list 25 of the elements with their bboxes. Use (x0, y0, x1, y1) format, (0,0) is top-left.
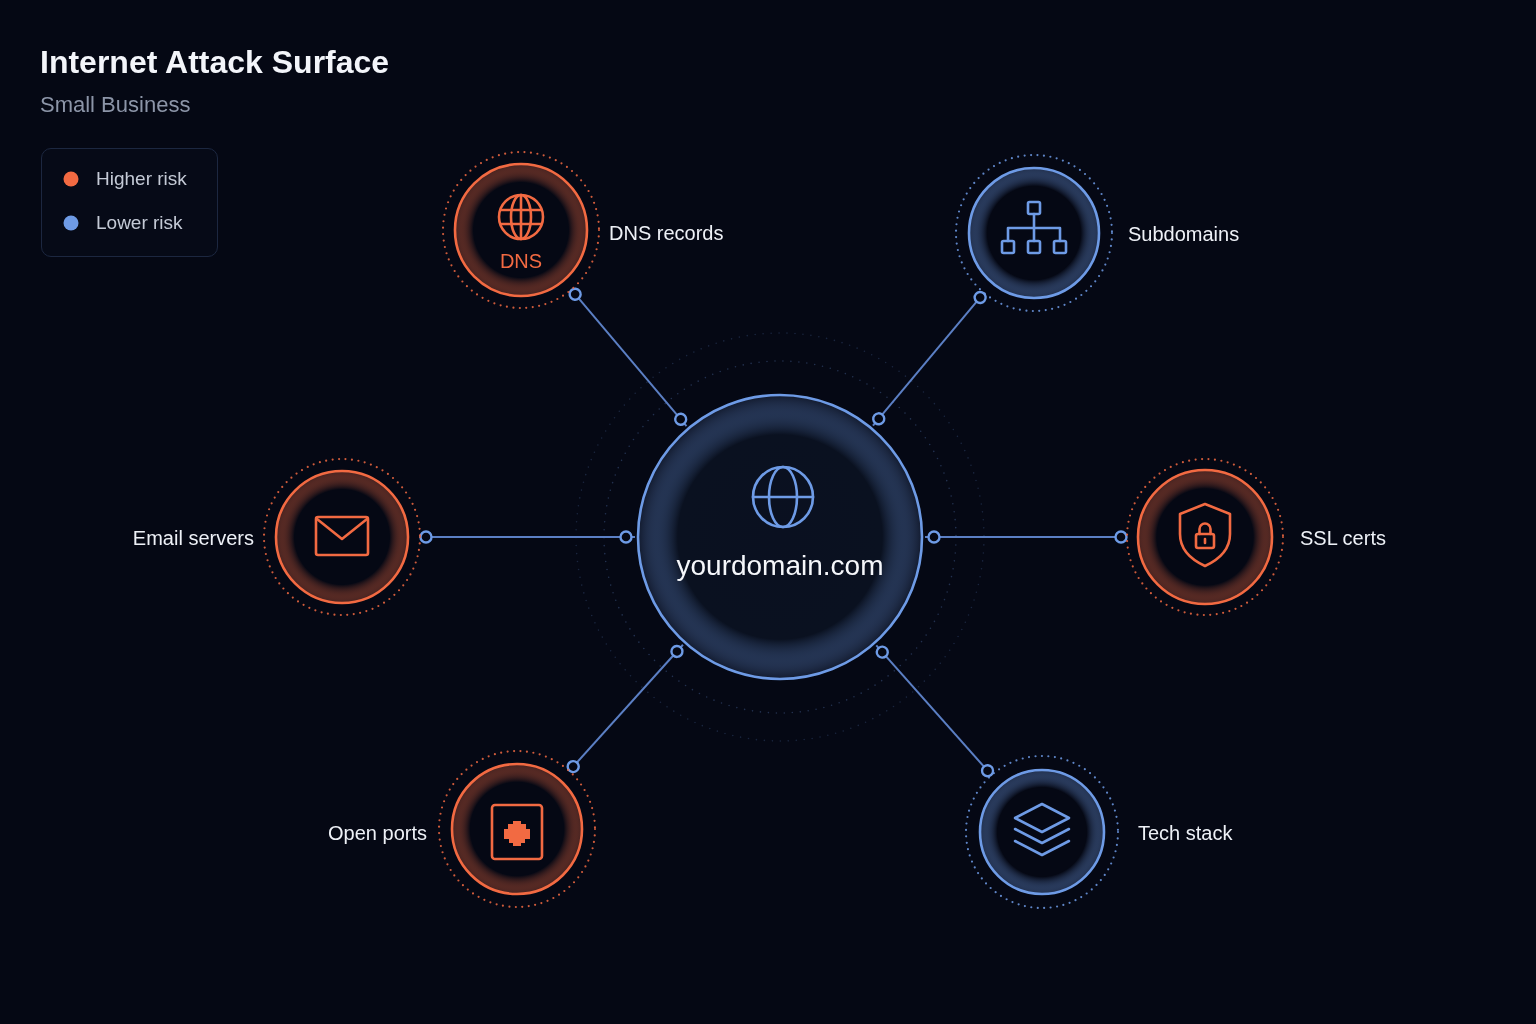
domain-name: yourdomain.com (675, 550, 885, 582)
connector-line (568, 287, 688, 428)
node-caption: Open ports (328, 821, 427, 845)
node-caption: Subdomains (1128, 222, 1240, 246)
domain-circle (635, 392, 925, 682)
diagram-title: Internet Attack Surface (40, 43, 390, 81)
attack-surface-circle (964, 754, 1120, 910)
attack-surface-circle (1125, 457, 1285, 617)
connector-line (419, 530, 636, 544)
node-caption: SSL certs (1300, 526, 1386, 550)
attack-surface-circle (954, 153, 1114, 313)
connector-line (871, 290, 987, 427)
legend-text: Higher risk (96, 167, 187, 191)
node-caption: Tech stack (1138, 821, 1233, 845)
subtitle: Small Business (40, 91, 191, 119)
connector-line (566, 643, 684, 774)
node-text: DNS (498, 249, 544, 273)
connector-line (924, 530, 1128, 544)
connector-line (875, 644, 995, 778)
node-caption: Email servers (132, 526, 254, 550)
legend-text: Lower risk (96, 211, 183, 235)
node-caption: DNS records (609, 221, 724, 245)
attack-surface-circle (441, 150, 601, 310)
attack-surface-circle (262, 457, 422, 617)
attack-surface-circle (437, 749, 597, 909)
